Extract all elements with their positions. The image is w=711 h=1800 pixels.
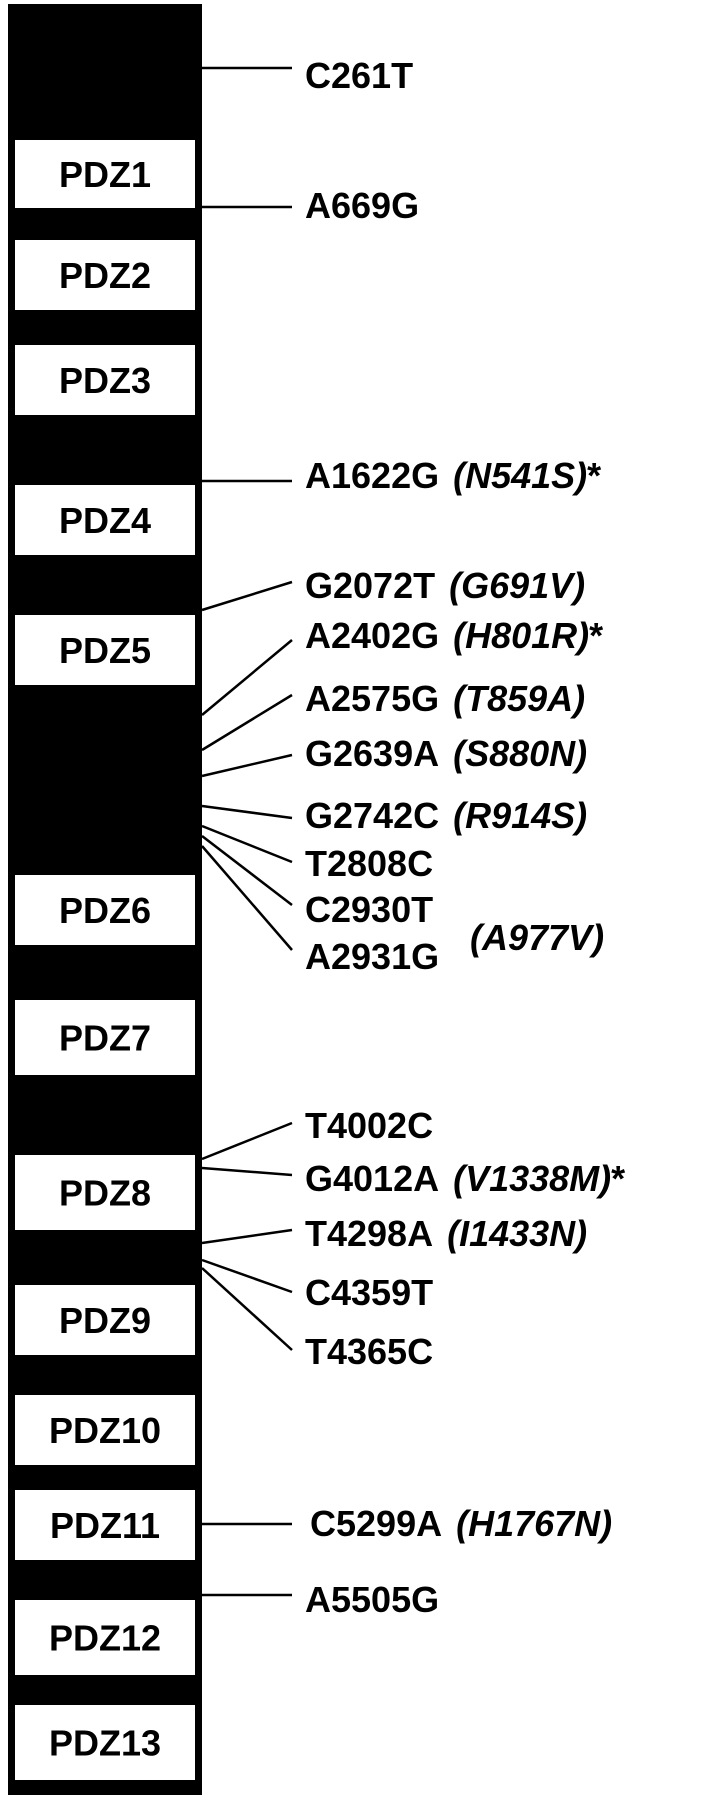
- mutation-label: G4012A (V1338M)*: [305, 1158, 625, 1199]
- mutation-label: A669G: [305, 185, 419, 226]
- significance-star: *: [587, 455, 601, 496]
- shared-amino-acid-change: (A977V): [470, 917, 604, 958]
- pdz-domain-label: PDZ10: [49, 1410, 161, 1451]
- pdz-domain-label: PDZ3: [59, 360, 151, 401]
- mutation-label: T4365C: [305, 1331, 433, 1372]
- mutation-leader-line: [201, 693, 293, 752]
- nucleotide-change: T4298A: [305, 1213, 433, 1254]
- pdz-domain-box: [15, 345, 195, 415]
- pdz-domain-box: [15, 1490, 195, 1560]
- pdz-domain-label: PDZ8: [59, 1173, 151, 1214]
- pdz-domain-label: PDZ2: [59, 255, 151, 296]
- mutation-label: C4359T: [305, 1272, 433, 1313]
- mutation-label: A2931G: [305, 936, 439, 977]
- pdz-domain-box: [15, 875, 195, 945]
- mutation-label: C5299A (H1767N): [310, 1503, 612, 1544]
- nucleotide-change: C4359T: [305, 1272, 433, 1313]
- pdz-domain-box: [15, 1600, 195, 1675]
- mutation-label: G2639A (S880N): [305, 733, 587, 774]
- mutation-leader-line: [201, 804, 293, 820]
- nucleotide-change: C5299A: [310, 1503, 442, 1544]
- mutation-label: A1622G (N541S)*: [305, 455, 601, 496]
- protein-bar: PDZ1PDZ2PDZ3PDZ4PDZ5PDZ6PDZ7PDZ8PDZ9PDZ1…: [8, 4, 202, 1795]
- significance-star: *: [611, 1158, 625, 1199]
- pdz-domain-label: PDZ1: [59, 154, 151, 195]
- amino-acid-change: (G691V): [449, 565, 585, 606]
- pdz-domain-label: PDZ11: [50, 1505, 160, 1546]
- pdz-domain-box: [15, 1155, 195, 1230]
- mutation-leader-line: [201, 1267, 293, 1351]
- mutation-label: A5505G: [305, 1579, 439, 1620]
- amino-acid-change: (T859A): [453, 678, 585, 719]
- mutation-label: T4002C: [305, 1105, 433, 1146]
- nucleotide-change: T2808C: [305, 843, 433, 884]
- mutation-leader-line: [201, 835, 293, 906]
- nucleotide-change: T4002C: [305, 1105, 433, 1146]
- pdz-domain-box: [15, 1285, 195, 1355]
- pdz-domain-box: [15, 240, 195, 310]
- pdz-domain-box: [15, 1395, 195, 1465]
- mutation-label: C2930T: [305, 889, 433, 930]
- mutation-leader-line: [201, 1166, 293, 1177]
- pdz-domain-box: [15, 485, 195, 555]
- amino-acid-change: (V1338M): [453, 1158, 611, 1199]
- nucleotide-change: G2639A: [305, 733, 439, 774]
- mutation-leader-line: [201, 845, 293, 951]
- nucleotide-change: A2931G: [305, 936, 439, 977]
- amino-acid-change: (H1767N): [456, 1503, 612, 1544]
- nucleotide-change: T4365C: [305, 1331, 433, 1372]
- amino-acid-change: (I1433N): [447, 1213, 587, 1254]
- amino-acid-change: (R914S): [453, 795, 587, 836]
- mutation-leader-line: [201, 1121, 293, 1161]
- mutation-label: T4298A (I1433N): [305, 1213, 587, 1254]
- mutation-leader-line: [201, 1228, 293, 1245]
- mutation-leader-line: [201, 1258, 293, 1294]
- nucleotide-change: A669G: [305, 185, 419, 226]
- pdz-domain-box: [15, 1000, 195, 1075]
- mutation-label: G2072T (G691V): [305, 565, 585, 606]
- pdz-domain-label: PDZ12: [49, 1618, 161, 1659]
- nucleotide-change: A2575G: [305, 678, 439, 719]
- pdz-domain-label: PDZ4: [59, 500, 151, 541]
- amino-acid-change: (H801R): [453, 615, 589, 656]
- pdz-domain-label: PDZ13: [49, 1723, 161, 1764]
- mutation-labels: C261TA669GA1622G(N541S)*G2072T(G691V)A24…: [305, 55, 625, 1620]
- mutation-leader-lines: [201, 66, 293, 1597]
- nucleotide-change: C261T: [305, 55, 413, 96]
- nucleotide-change: G2742C: [305, 795, 439, 836]
- pdz-domain-box: [15, 140, 195, 208]
- nucleotide-change: G2072T: [305, 565, 435, 606]
- nucleotide-change: A1622G: [305, 455, 439, 496]
- mutation-label: T2808C: [305, 843, 433, 884]
- mutation-leader-line: [201, 580, 293, 612]
- pdz-domain-box: [15, 615, 195, 685]
- pdz-domain-label: PDZ9: [59, 1300, 151, 1341]
- mutation-label: A2575G (T859A): [305, 678, 585, 719]
- nucleotide-change: G4012A: [305, 1158, 439, 1199]
- pdz-domain-label: PDZ5: [59, 630, 151, 671]
- mutation-leader-line: [201, 753, 293, 778]
- mutation-label: G2742C (R914S): [305, 795, 587, 836]
- nucleotide-change: C2930T: [305, 889, 433, 930]
- mutation-leader-line: [201, 639, 293, 716]
- nucleotide-change: A5505G: [305, 1579, 439, 1620]
- amino-acid-change: (S880N): [453, 733, 587, 774]
- mutation-leader-line: [201, 824, 293, 864]
- pdz-domain-label: PDZ7: [59, 1018, 151, 1059]
- pdz-domain-box: [15, 1705, 195, 1780]
- mutation-label: A2402G (H801R)*: [305, 615, 603, 656]
- significance-star: *: [589, 615, 603, 656]
- mutation-label: C261T: [305, 55, 413, 96]
- pdz-domain-label: PDZ6: [59, 890, 151, 931]
- amino-acid-change: (N541S): [453, 455, 587, 496]
- nucleotide-change: A2402G: [305, 615, 439, 656]
